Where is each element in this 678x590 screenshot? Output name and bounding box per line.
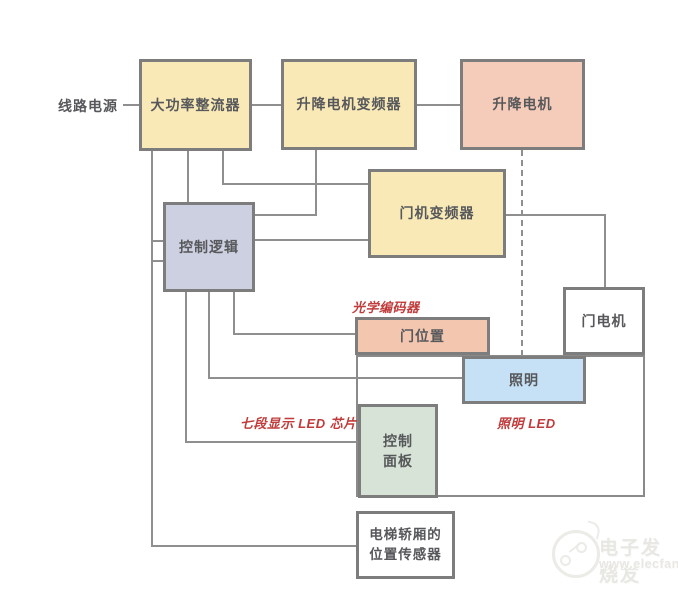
optical-encoder-annotation: 光学编码器 [352, 300, 420, 315]
block-car-position-sensor-line2: 位置传感器 [369, 547, 442, 562]
elecfans-logo-icon [552, 530, 600, 578]
block-lift-inverter: 升降电机变频器 [281, 59, 417, 150]
connector-logic-to-lighting [208, 377, 464, 379]
connector-rectifier-down [222, 149, 224, 185]
connector-lift-inverter-down [315, 149, 317, 216]
block-door-inverter-label: 门机变频器 [399, 205, 475, 222]
connector-rectifier-to-lift-inverter [250, 104, 281, 106]
block-door-position-label: 门位置 [400, 327, 445, 344]
block-lift-motor: 升降电机 [460, 59, 585, 150]
connector-logic-to-door-inverter [254, 239, 370, 241]
block-door-inverter: 门机变频器 [368, 169, 506, 258]
watermark-brand: 电子发烧友 [599, 538, 663, 586]
elecfans-logo-node-icon [576, 542, 587, 553]
block-lift-inverter-label: 升降电机变频器 [296, 96, 402, 113]
elecfans-logo-node-icon [560, 555, 571, 566]
connector-lift-inverter-to-logic [254, 214, 317, 216]
connector-bus-to-logic-stub1 [151, 240, 165, 242]
connector-to-door-motor [604, 214, 606, 289]
block-car-position-sensor: 电梯轿厢的 位置传感器 [356, 511, 455, 579]
connector-to-car-sensor [151, 545, 358, 547]
block-control-panel-line2: 面板 [383, 453, 413, 469]
block-car-position-sensor-line1: 电梯轿厢的 [369, 527, 442, 543]
connector-bus-to-logic-stub2 [151, 260, 165, 262]
connector-rectifier-to-logic [187, 149, 189, 204]
connector-left-bus-vertical [151, 149, 153, 546]
block-door-motor-label: 门电机 [581, 312, 627, 329]
connector-logic-down3 [185, 291, 187, 443]
block-control-panel-line1: 控制 [383, 432, 413, 449]
connector-logic-down1 [233, 291, 235, 335]
block-door-motor: 门电机 [563, 287, 645, 355]
block-door-position: 门位置 [355, 317, 490, 355]
block-control-logic-label: 控制逻辑 [179, 238, 239, 255]
lighting-led-annotation: 照明 LED [497, 416, 556, 431]
line-power-label: 线路电源 [58, 98, 118, 114]
connector-logic-to-door-position [233, 333, 357, 335]
seven-segment-led-annotation: 七段显示 LED 芯片 [240, 416, 357, 431]
connector-door-inverter-right [505, 214, 606, 216]
connector-rectifier-to-door-inverter [222, 183, 370, 185]
block-lift-motor-label: 升降电机 [492, 96, 553, 113]
block-lighting-label: 照明 [509, 371, 539, 388]
block-hp-rectifier-label: 大功率整流器 [150, 96, 241, 113]
watermark-url: www.elecfans.com [599, 557, 678, 571]
block-lighting: 照明 [462, 356, 586, 404]
connector-lift-motor-to-lighting-dashed [521, 150, 523, 356]
connector-logic-to-control-panel [185, 441, 360, 443]
block-hp-rectifier: 大功率整流器 [139, 59, 252, 151]
connector-logic-down2 [208, 291, 210, 379]
block-control-logic: 控制逻辑 [163, 202, 255, 292]
block-control-panel: 控制 面板 [358, 404, 438, 498]
connector-linepower-to-rectifier [123, 104, 139, 106]
connector-lift-inverter-to-lift-motor [415, 104, 460, 106]
